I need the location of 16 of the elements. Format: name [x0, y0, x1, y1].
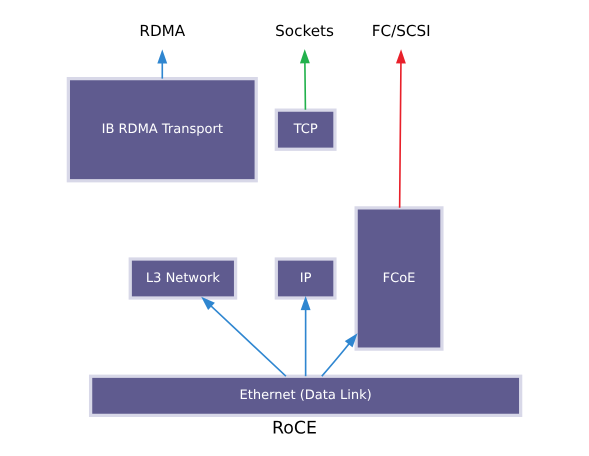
caption: RoCE [272, 418, 317, 439]
node-box: TCP [274, 108, 337, 151]
arrow [300, 296, 311, 376]
node-box: L3 Network [128, 257, 238, 300]
node-box: Ethernet (Data Link) [88, 374, 522, 417]
arrow [396, 49, 406, 208]
node-box: IP [274, 257, 337, 300]
node-text: FC/SCSI [372, 22, 431, 40]
node-box: IB RDMA Transport [66, 77, 258, 182]
node-box: FCoE [354, 206, 444, 351]
arrow [321, 333, 358, 377]
arrow [201, 296, 286, 377]
arrow [157, 49, 168, 79]
node-text: RDMA [139, 22, 186, 40]
arrow [300, 49, 310, 110]
node-text: Sockets [275, 22, 334, 40]
